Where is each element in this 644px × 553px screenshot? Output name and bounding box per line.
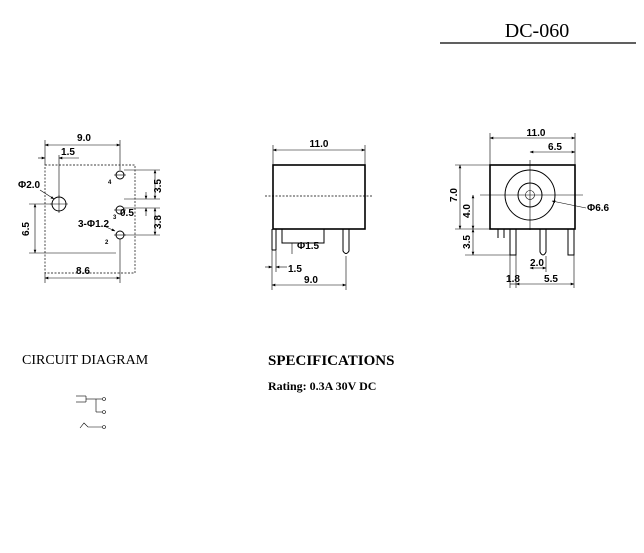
front-dim-70: 7.0: [449, 188, 460, 202]
dim-05: 0.5: [120, 208, 134, 219]
front-view-pin-1: [509, 228, 517, 256]
front-view-body: [489, 164, 576, 230]
bottom-view-outline: [44, 164, 136, 274]
front-dim-hole: Φ6.6: [587, 203, 610, 214]
dim-large-hole: Φ2.0: [18, 180, 41, 191]
pin-label-3: 3: [113, 215, 117, 221]
front-view-pin-3: [567, 228, 575, 256]
dim-offset: 1.5: [61, 147, 75, 158]
dim-height: 6.5: [21, 222, 32, 236]
bottom-view: 9.0 1.5 Φ2.0 4 3 2 3.5 0.5 3.8 3-Φ1.2 6.…: [18, 133, 164, 283]
front-view: 11.0 6.5 7.0 4.0 3.5 Φ6.6 2.0 1.8 5.5: [449, 128, 610, 288]
side-dim-90: 9.0: [304, 275, 318, 286]
pin-label-4: 4: [108, 180, 112, 186]
dim-pitch: 8.6: [76, 266, 90, 277]
side-dim-pin-dia: Φ1.5: [297, 241, 320, 252]
circuit-diagram-heading: CIRCUIT DIAGRAM: [22, 353, 149, 368]
front-dim-20: 2.0: [530, 258, 544, 269]
front-dim-35: 3.5: [462, 235, 473, 249]
front-dim-width: 11.0: [527, 128, 546, 139]
dim-small-holes: 3-Φ1.2: [78, 219, 109, 230]
side-view-slot: [281, 228, 325, 244]
title-block: DC-060: [440, 20, 636, 44]
front-dim-18: 1.8: [506, 274, 520, 285]
dim-35: 3.5: [153, 179, 164, 193]
front-dim-65: 6.5: [548, 142, 562, 153]
dim-38: 3.8: [153, 215, 164, 229]
circuit-symbol: [76, 395, 106, 429]
side-dim-width: 11.0: [310, 139, 329, 150]
part-number-title: DC-060: [505, 20, 569, 42]
dim-width: 9.0: [77, 133, 91, 144]
side-view: 11.0 Φ1.5 1.5 9.0: [265, 139, 373, 290]
front-view-pin-2: [539, 229, 547, 256]
specifications-heading: SPECIFICATIONS: [268, 353, 394, 369]
rating-text: Rating: 0.3A 30V DC: [268, 379, 376, 393]
side-dim-15: 1.5: [288, 264, 302, 275]
side-view-body: [272, 164, 366, 230]
pin-label-2: 2: [105, 240, 109, 246]
front-dim-40: 4.0: [462, 204, 473, 218]
front-dim-55: 5.5: [544, 274, 558, 285]
side-view-pin: [342, 229, 350, 254]
